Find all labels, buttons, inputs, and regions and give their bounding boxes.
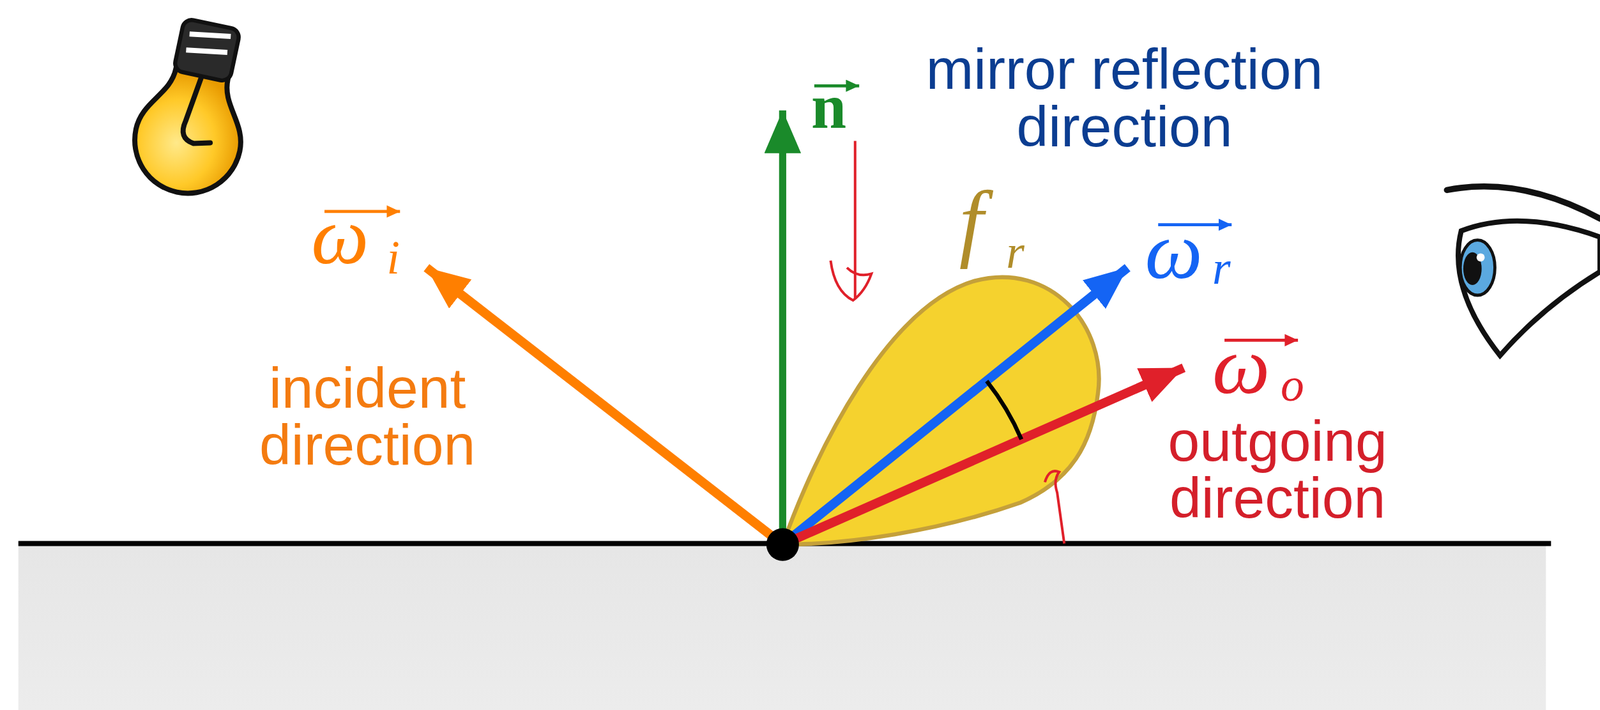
- outgoing-symbol: ω: [1212, 324, 1270, 407]
- surface-point: [766, 527, 800, 561]
- subscript: r: [1005, 228, 1025, 276]
- incident-label: incident direction: [234, 359, 500, 474]
- subscript: r: [1212, 245, 1231, 293]
- reflection-symbol: ω: [1144, 209, 1203, 292]
- subscript: i: [386, 235, 400, 283]
- normal-vector: [779, 110, 787, 545]
- eye-icon: [1446, 186, 1600, 356]
- outgoing-vector: [782, 367, 1184, 545]
- reflection-vector: [782, 267, 1128, 545]
- brdf-symbol: f: [959, 177, 984, 265]
- mirror-label: mirror reflection direction: [899, 40, 1349, 156]
- annotation-stroke: [830, 260, 872, 301]
- annotation-stroke: [1044, 470, 1065, 543]
- light-bulb-icon: [125, 13, 265, 204]
- incident-vector: [426, 267, 784, 545]
- surface: [18, 544, 1547, 710]
- subscript: o: [1280, 361, 1305, 409]
- outgoing-label: outgoing direction: [1144, 412, 1410, 527]
- angle-arc: [986, 380, 1022, 439]
- incident-symbol: ω: [311, 194, 369, 277]
- normal-symbol: n: [811, 74, 847, 138]
